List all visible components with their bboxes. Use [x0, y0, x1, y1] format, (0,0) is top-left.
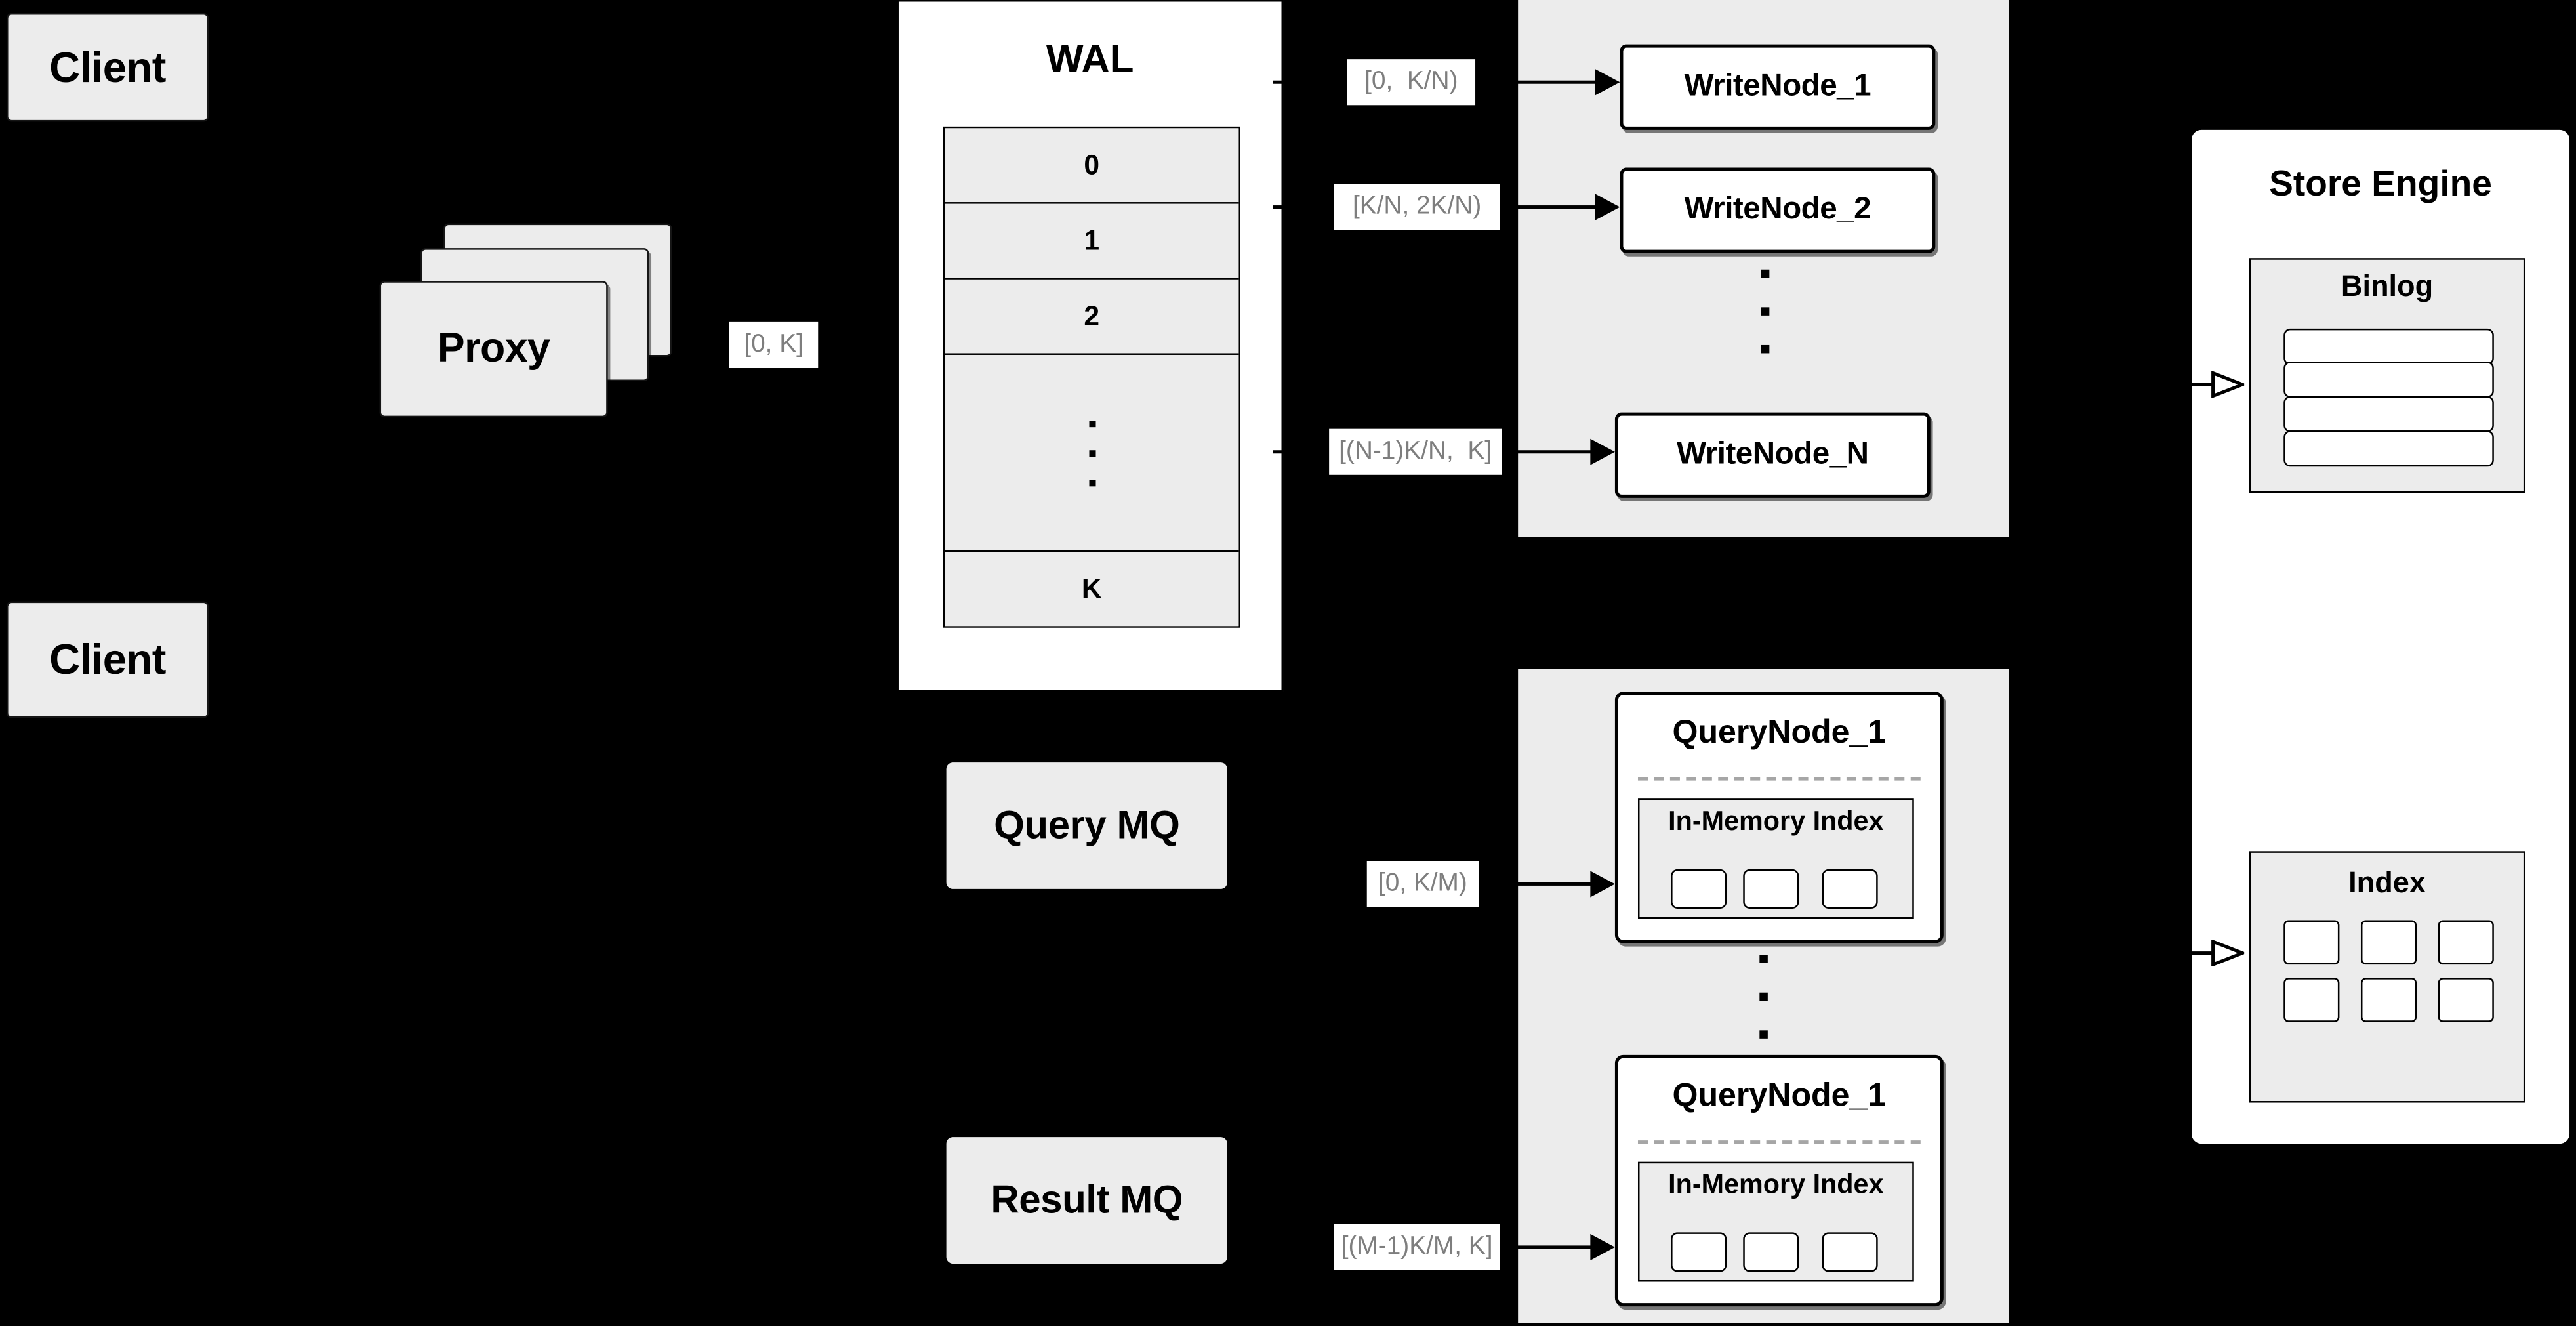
- vertical-ellipsis-icon: [1761, 255, 1770, 368]
- solid-arrowhead-icon: [1590, 438, 1615, 465]
- write-node-1-label: WriteNode_1: [1684, 69, 1871, 104]
- client-top-label: Client: [49, 41, 166, 91]
- range-label-proxy: [0, K]: [729, 321, 819, 369]
- dashed-divider: [1637, 1140, 1921, 1144]
- arrow-querynodes-to-index: [2037, 940, 2245, 966]
- wal-table: 0 1 2 K: [943, 126, 1240, 628]
- in-memory-index-box-1: In-Memory Index: [1637, 798, 1914, 919]
- query-node-2-title: QueryNode_1: [1672, 1077, 1887, 1115]
- solid-arrowhead-icon: [1590, 1233, 1615, 1260]
- proxy-card-front: Proxy: [379, 281, 608, 418]
- wal-title: WAL: [1046, 37, 1134, 83]
- solid-arrowhead-icon: [1595, 69, 1620, 96]
- wal-cell-1: 1: [945, 202, 1239, 278]
- index-segment-cell: [1822, 869, 1878, 909]
- index-segment-cell: [1822, 1232, 1878, 1272]
- store-engine-panel: Store Engine Binlog Index: [2190, 128, 2571, 1146]
- result-mq-label: Result MQ: [991, 1177, 1183, 1222]
- wal-panel: WAL 0 1 2 K: [897, 0, 1284, 692]
- index-segment-cell: [1671, 1232, 1727, 1272]
- proxy-label: Proxy: [437, 325, 550, 372]
- index-cell: [2283, 920, 2340, 965]
- arrow-writenodes-to-binlog: [2037, 371, 2245, 398]
- index-cell: [2360, 920, 2417, 965]
- index-cell: [2438, 978, 2494, 1022]
- write-node-2-box: WriteNode_2: [1620, 167, 1936, 253]
- wal-cell-0: 0: [945, 128, 1239, 203]
- write-node-n-box: WriteNode_N: [1614, 412, 1931, 498]
- binlog-row: [2283, 430, 2494, 466]
- wal-cell-2: 2: [945, 278, 1239, 354]
- vertical-ellipsis-icon: [1088, 408, 1095, 497]
- range-label-querynode-1: [0, K/M): [1366, 861, 1479, 907]
- wal-cell-k: K: [945, 550, 1239, 627]
- range-label-writenode-2: [K/N, 2K/N): [1334, 184, 1500, 230]
- binlog-rows: [2283, 328, 2494, 466]
- client-top-box: Client: [7, 13, 209, 122]
- query-mq-label: Query MQ: [994, 802, 1180, 848]
- in-memory-index-title-2: In-Memory Index: [1668, 1170, 1884, 1200]
- dashed-divider: [1637, 777, 1921, 781]
- range-label-writenode-1: [0, K/N): [1347, 59, 1476, 106]
- index-box: Index: [2249, 851, 2525, 1103]
- wal-cell-ellipsis: [945, 353, 1239, 551]
- store-engine-title: Store Engine: [2269, 162, 2492, 204]
- in-memory-index-box-2: In-Memory Index: [1637, 1161, 1914, 1282]
- result-mq-box: Result MQ: [946, 1137, 1227, 1264]
- solid-arrowhead-icon: [1595, 194, 1620, 220]
- client-bottom-box: Client: [7, 601, 209, 718]
- query-node-2-box: QueryNode_1 In-Memory Index: [1614, 1054, 1944, 1307]
- binlog-row: [2283, 328, 2494, 365]
- index-cell: [2438, 920, 2494, 965]
- index-segment-cell: [1743, 1232, 1799, 1272]
- index-cell: [2283, 978, 2340, 1022]
- client-bottom-label: Client: [49, 634, 166, 684]
- write-node-n-label: WriteNode_N: [1677, 437, 1869, 472]
- index-segment-cell: [1743, 869, 1799, 909]
- binlog-row: [2283, 396, 2494, 432]
- binlog-box: Binlog: [2249, 258, 2525, 493]
- query-node-1-box: QueryNode_1 In-Memory Index: [1614, 692, 1944, 943]
- query-mq-box: Query MQ: [946, 762, 1227, 889]
- solid-arrowhead-icon: [1590, 871, 1615, 898]
- range-label-querynode-2: [(M-1)K/M, K]: [1334, 1224, 1500, 1270]
- binlog-row: [2283, 362, 2494, 399]
- in-memory-index-title-1: In-Memory Index: [1668, 806, 1884, 837]
- index-cells: [2283, 920, 2494, 1022]
- query-node-1-title: QueryNode_1: [1672, 715, 1887, 751]
- range-label-writenode-n: [(N-1)K/N, K]: [1329, 428, 1502, 475]
- index-cell: [2360, 978, 2417, 1022]
- write-node-2-label: WriteNode_2: [1684, 192, 1871, 227]
- open-arrowhead-icon: [2211, 940, 2245, 966]
- write-node-1-box: WriteNode_1: [1620, 44, 1936, 130]
- binlog-title: Binlog: [2341, 269, 2434, 302]
- index-segment-cell: [1671, 869, 1727, 909]
- vertical-ellipsis-icon: [1759, 940, 1768, 1054]
- index-title: Index: [2348, 865, 2426, 899]
- open-arrowhead-icon: [2211, 371, 2245, 398]
